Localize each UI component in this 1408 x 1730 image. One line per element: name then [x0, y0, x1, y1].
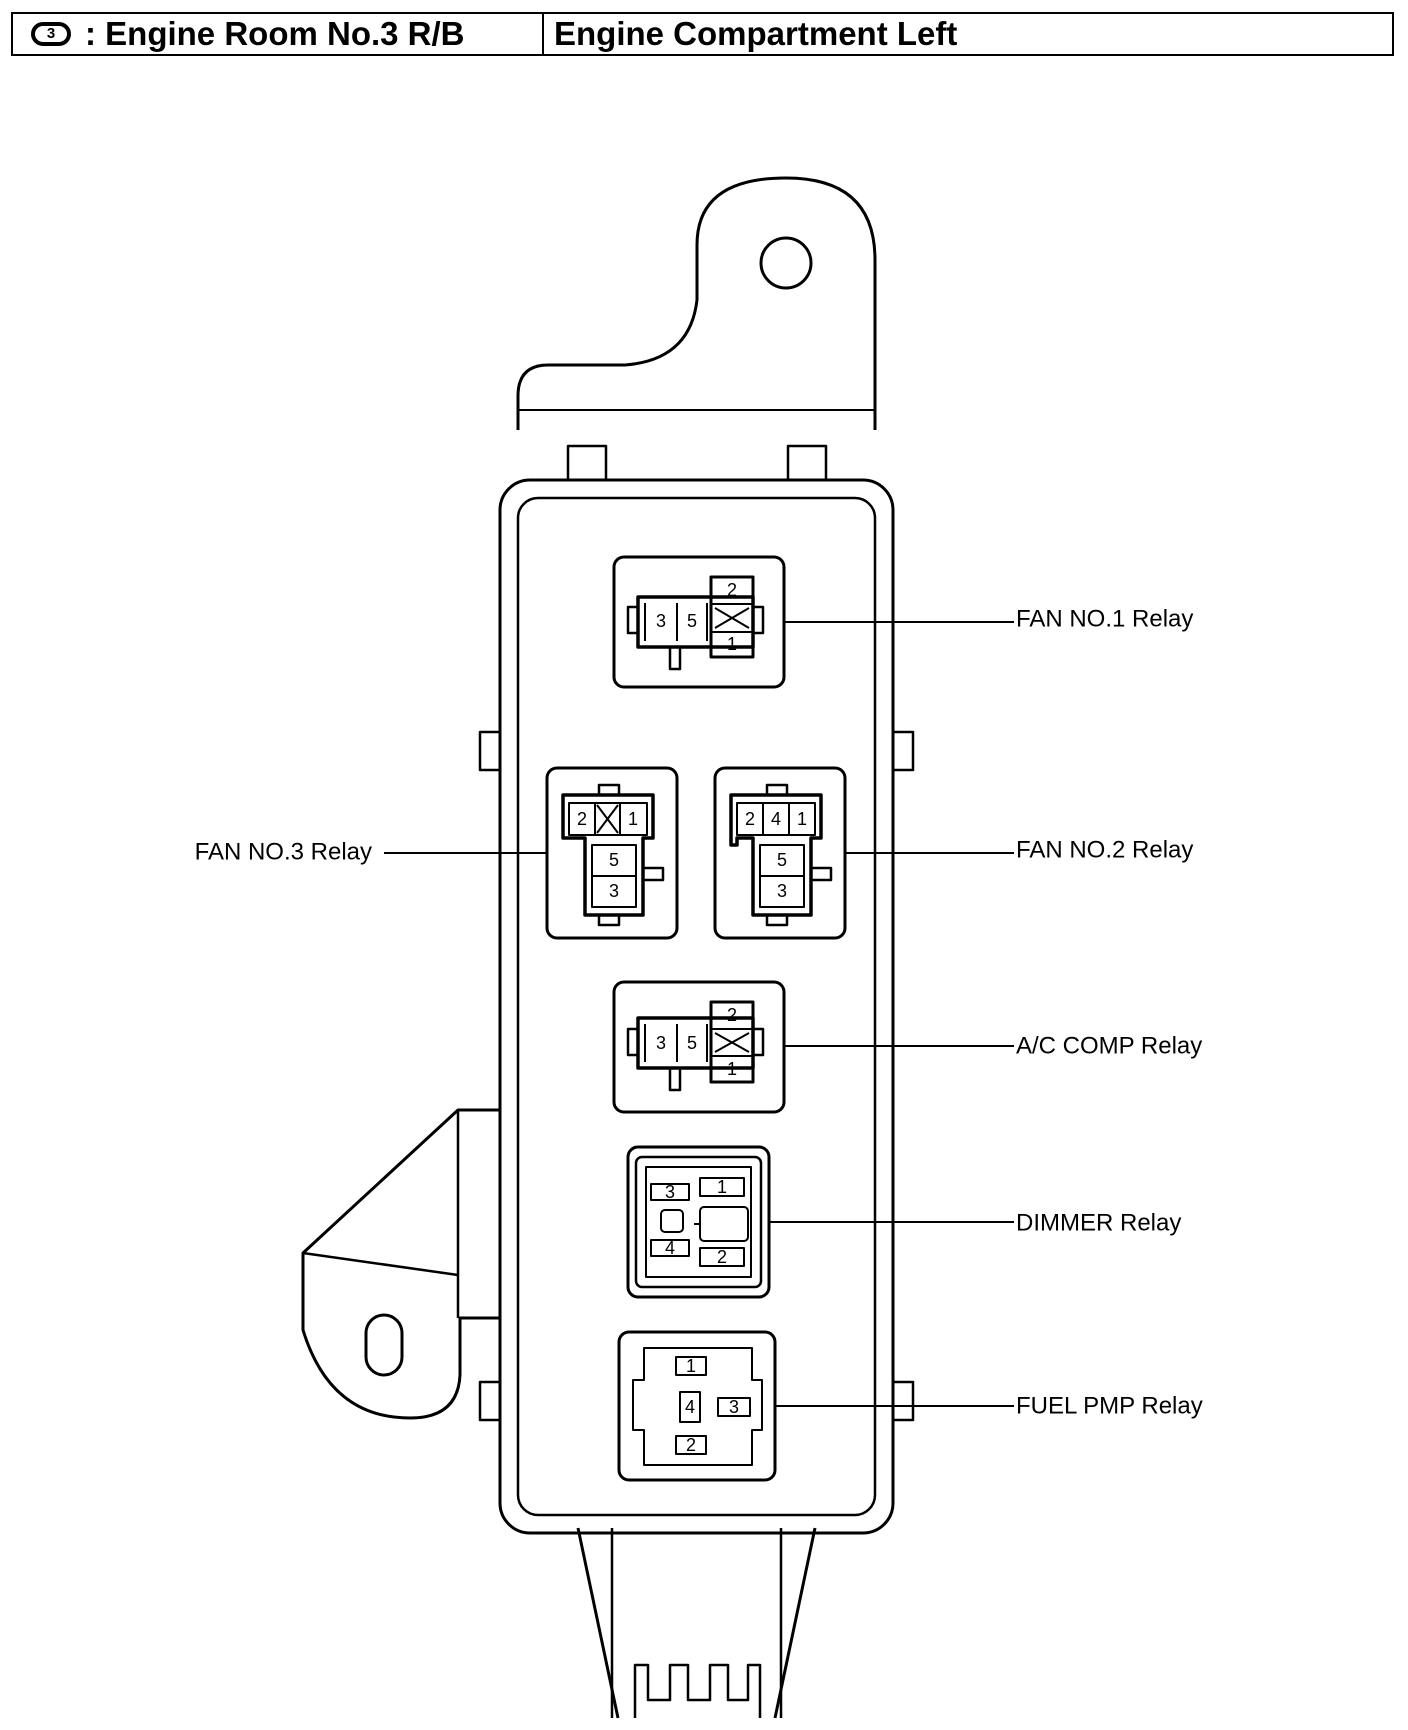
dimmer-relay[interactable] — [626, 1145, 771, 1299]
fan1-pin-1: 1 — [727, 634, 737, 654]
fan2-pin-5: 5 — [777, 850, 787, 870]
fan1-pin-3: 3 — [656, 611, 666, 631]
relay-block-number-badge: 3 — [31, 22, 71, 46]
label-fuel-pmp-relay: FUEL PMP Relay — [1016, 1392, 1203, 1419]
ac-comp-relay[interactable] — [612, 980, 786, 1114]
label-dimmer-relay: DIMMER Relay — [1016, 1209, 1181, 1236]
fan1-pin-2: 2 — [727, 580, 737, 600]
fan-no1-relay[interactable] — [612, 555, 786, 689]
ac-pin-2: 2 — [727, 1005, 737, 1025]
fan3-pin-3: 3 — [609, 881, 619, 901]
fuel-pin-4: 4 — [685, 1397, 695, 1417]
dimmer-pin-1: 1 — [717, 1177, 727, 1197]
label-ac-comp-relay: A/C COMP Relay — [1016, 1032, 1202, 1059]
relay-box-housing — [301, 176, 915, 1719]
header-location-cell: Engine Compartment Left — [544, 14, 1392, 54]
fan2-pin-1: 1 — [797, 809, 807, 829]
ac-pin-5: 5 — [687, 1033, 697, 1053]
diagram-header: 3 : Engine Room No.3 R/B Engine Compartm… — [11, 12, 1394, 56]
ac-pin-3: 3 — [656, 1033, 666, 1053]
fuel-pin-3: 3 — [729, 1397, 739, 1417]
label-leaders — [384, 621, 1014, 1407]
fuel-pin-1: 1 — [686, 1356, 696, 1376]
fan2-pin-4: 4 — [771, 809, 781, 829]
fuel-pin-2: 2 — [686, 1435, 696, 1455]
location-text: Engine Compartment Left — [554, 15, 958, 52]
fan3-pin-1: 1 — [628, 809, 638, 829]
mounting-slot — [364, 1313, 404, 1377]
fan2-pin-2: 2 — [745, 809, 755, 829]
label-fan-no3-relay: FAN NO.3 Relay — [195, 838, 372, 865]
page-title: : Engine Room No.3 R/B — [85, 15, 465, 52]
dimmer-pin-3: 3 — [665, 1182, 675, 1202]
mounting-hole — [759, 236, 813, 290]
fuel-pmp-relay[interactable] — [617, 1330, 777, 1482]
fan1-pin-5: 5 — [687, 611, 697, 631]
fan2-pin-3: 3 — [777, 881, 787, 901]
label-fan-no2-relay: FAN NO.2 Relay — [1016, 836, 1193, 863]
header-title-cell: 3 : Engine Room No.3 R/B — [13, 14, 544, 54]
ac-pin-1: 1 — [727, 1059, 737, 1079]
fan3-pin-2: 2 — [577, 809, 587, 829]
dimmer-pin-4: 4 — [665, 1238, 675, 1258]
fan3-pin-5: 5 — [609, 850, 619, 870]
dimmer-pin-2: 2 — [717, 1247, 727, 1267]
label-fan-no1-relay: FAN NO.1 Relay — [1016, 605, 1193, 632]
